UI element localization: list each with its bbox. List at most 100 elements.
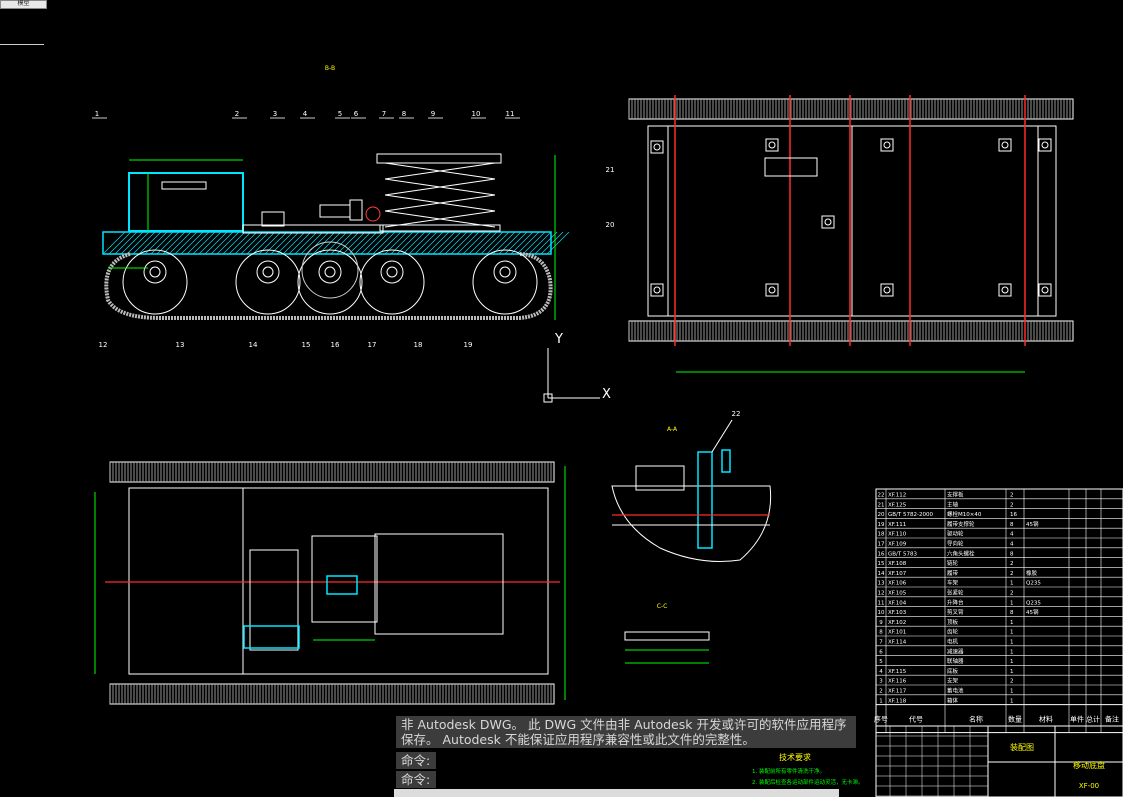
- bom-cell: 2: [1010, 502, 1014, 508]
- bom-cell: 顶板: [947, 618, 959, 626]
- bolt-hole: [1041, 286, 1049, 294]
- bom-cell: Q235: [1026, 600, 1041, 606]
- deck-plate: [242, 224, 384, 234]
- tech-item: 2. 装配后检查各运动部件运动灵活，无卡滞。: [752, 778, 864, 786]
- detail2-plate: [624, 631, 710, 641]
- bom-cell: 1: [1010, 581, 1014, 587]
- top-view: [628, 95, 1074, 373]
- bom-cell: 1: [1010, 640, 1014, 646]
- motor: [319, 204, 351, 218]
- bom-header-cell: 序号: [874, 715, 888, 724]
- title-assembly: 装配图: [1010, 742, 1034, 752]
- bom-cell: 蓄电池: [947, 687, 964, 695]
- callout-number: 17: [368, 341, 377, 349]
- bearing-block: [650, 140, 664, 154]
- gearbox: [764, 157, 818, 177]
- title-frame: [875, 725, 1123, 797]
- bom-cell: GB/T 5783: [888, 551, 917, 557]
- callout-leader: [711, 419, 733, 453]
- bom-cell: 2: [1010, 591, 1014, 597]
- bom-cell: XF.103: [888, 610, 907, 616]
- bom-cell: 1: [879, 698, 883, 704]
- bom-header-cell: 备注: [1105, 715, 1119, 724]
- sprocket: [301, 241, 359, 299]
- title-name: 移动底盘: [1073, 760, 1105, 770]
- detail-shaft-hatch: [697, 451, 713, 549]
- track-bottom: [628, 320, 1074, 342]
- track-tread: [109, 462, 552, 482]
- bolt-hole: [883, 141, 891, 149]
- frame-plan: [242, 487, 549, 675]
- bom-cell: XF.114: [888, 640, 907, 646]
- tech-title: 技术要求: [779, 752, 811, 762]
- bom-cell: 2: [1010, 561, 1014, 567]
- command-input[interactable]: [394, 789, 839, 797]
- bom-cell: XF.101: [888, 630, 906, 636]
- model-tab[interactable]: 模型: [0, 0, 47, 9]
- bom-cell: 螺栓M10×40: [947, 510, 982, 518]
- scissor-arm: [384, 178, 496, 196]
- bom-cell: 12: [878, 591, 885, 597]
- bom-cell: 底板: [947, 667, 959, 675]
- bolt-hole: [768, 286, 776, 294]
- bom-cell: 2: [1010, 679, 1014, 685]
- storage-box: [128, 172, 244, 232]
- bom-cell: 8: [879, 630, 883, 636]
- track-top: [109, 461, 555, 483]
- bom-cell: XF.108: [888, 561, 907, 567]
- bearing-block: [765, 283, 779, 297]
- bom-cell: 14: [878, 571, 885, 577]
- bom-cell: 履带支撑轮: [947, 520, 975, 528]
- track-loop: [104, 252, 553, 320]
- bom-cell: 4: [1010, 542, 1014, 548]
- bom-cell: 1: [1010, 649, 1014, 655]
- bolt-hole: [653, 143, 661, 151]
- bolt-hole: [883, 286, 891, 294]
- bearing-block: [880, 283, 894, 297]
- chassis-inner: [667, 125, 1039, 317]
- detail-outline: [611, 485, 772, 562]
- detail-key: [721, 449, 731, 473]
- bolt-hole: [653, 286, 661, 294]
- bom-cell: XF.102: [888, 620, 906, 626]
- bom-cell: 9: [879, 620, 883, 626]
- bom-cell: 支撑板: [947, 491, 964, 499]
- bom-header-cell: 材料: [1039, 715, 1053, 724]
- box-plan: [128, 487, 244, 675]
- bom-cell: XF.105: [888, 591, 907, 597]
- scissor-arm: [384, 194, 496, 212]
- callout-number: 8: [402, 110, 406, 118]
- bom-cell: 橡胶: [1026, 569, 1038, 577]
- track-top: [628, 98, 1074, 120]
- bom-cell: 8: [1010, 551, 1014, 557]
- callout-number: 4: [303, 110, 308, 118]
- bom-cell: 20: [878, 512, 885, 518]
- callout-number: 22: [732, 410, 741, 418]
- bom-cell: XF.112: [888, 493, 906, 499]
- bom-cell: 链轮: [947, 559, 959, 567]
- callout-number: 13: [176, 341, 185, 349]
- bom-cell: 13: [878, 581, 885, 587]
- bom-cell: 1: [1010, 620, 1014, 626]
- frame-hatch: [102, 231, 570, 255]
- callout-number: 5: [338, 110, 342, 118]
- plan-view: [94, 461, 566, 705]
- command-warning: 非 Autodesk DWG。 此 DWG 文件由非 Autodesk 开发或许…: [396, 716, 856, 748]
- bom-cell: 1: [1010, 659, 1014, 665]
- bom-cell: 19: [878, 522, 885, 528]
- lift-bottom-plate: [379, 224, 501, 232]
- road-wheel: [122, 249, 188, 315]
- road-wheel: [297, 249, 363, 315]
- scissor-arm: [384, 162, 496, 180]
- callout-number: 19: [464, 341, 473, 349]
- bom-cell: 10: [878, 610, 885, 616]
- bom-cell: XF.115: [888, 669, 907, 675]
- bom-cell: 3: [879, 679, 883, 685]
- scissor-arm: [384, 210, 496, 228]
- bom-cell: Q235: [1026, 581, 1041, 587]
- bom-cell: 箱体: [947, 696, 959, 704]
- bearing-block: [1038, 283, 1052, 297]
- view-mark-detail2: C-C: [657, 603, 668, 610]
